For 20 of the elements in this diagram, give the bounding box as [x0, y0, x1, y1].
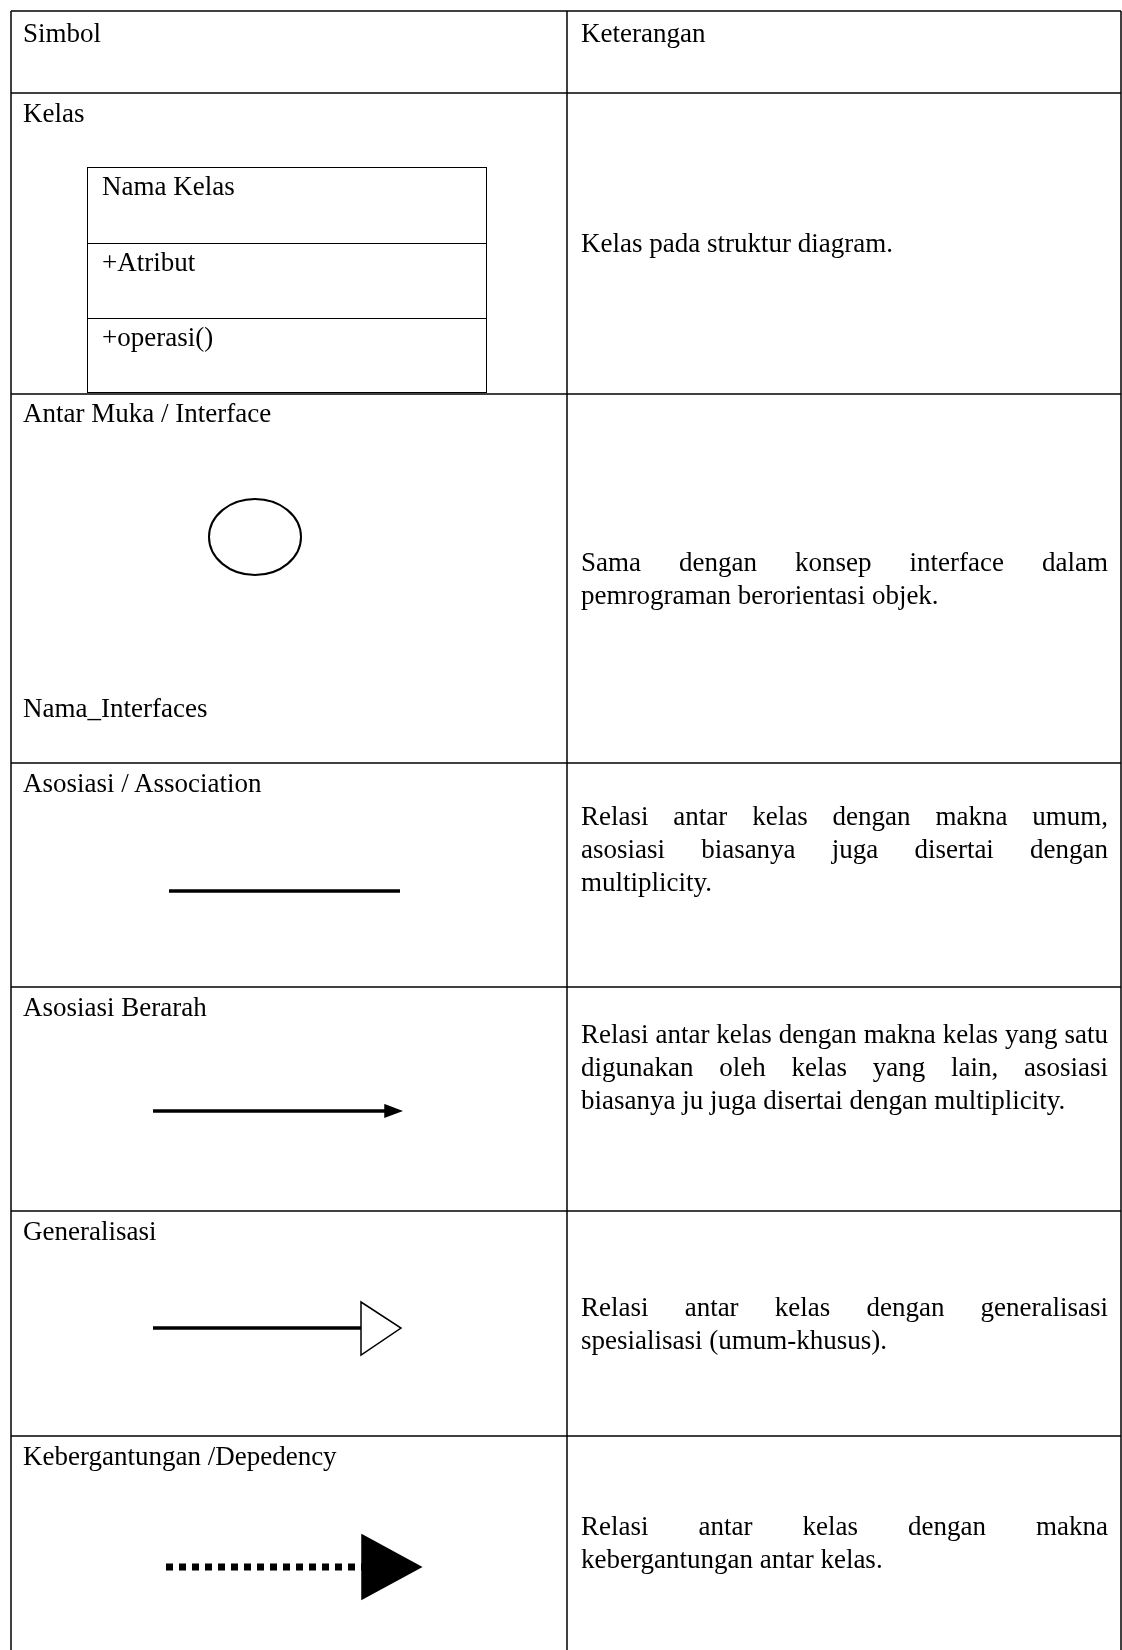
description-text: Sama dengan konsep interface dalam pemrograman berorientasi objek.	[581, 545, 1108, 612]
column-header: Simbol	[23, 17, 103, 50]
symbol-name-text: Asosiasi Berarah	[23, 991, 208, 1024]
class-box	[87, 167, 487, 393]
attribute-text: +Atribut	[102, 247, 196, 277]
description-text: Relasi antar kelas dengan makna kebergantungan antar kelas.	[581, 1510, 1108, 1576]
symbol-name-text: Kelas	[23, 97, 86, 130]
symbol-name-text: Kebergantungan /Depedency	[23, 1440, 338, 1473]
interface-name-text: Nama_Interfaces	[23, 692, 209, 725]
description-text: Relasi antar kelas dengan generalisasi spesialisasi (umum-khusus).	[581, 1290, 1108, 1357]
column-header: Keterangan	[581, 17, 707, 50]
operation-text: +operasi()	[102, 322, 214, 352]
symbol-name-text: Antar Muka / Interface	[23, 397, 273, 430]
interface-circle	[207, 497, 303, 577]
description-text: Relasi antar kelas dengan makna kelas yang satu digunakan oleh kelas yang lain, asosiasi biasanya ju juga disertai dengan multiplicity.	[581, 1018, 1108, 1117]
description-text: Kelas pada struktur diagram.	[581, 227, 894, 260]
symbol-name-text: Asosiasi / Association	[23, 767, 263, 800]
description-text: Relasi antar kelas dengan makna umum, asosiasi biasanya juga disertai dengan multiplicity.	[581, 800, 1108, 899]
class-name-text: Nama Kelas	[102, 171, 235, 201]
symbol-name-text: Generalisasi	[23, 1215, 158, 1248]
